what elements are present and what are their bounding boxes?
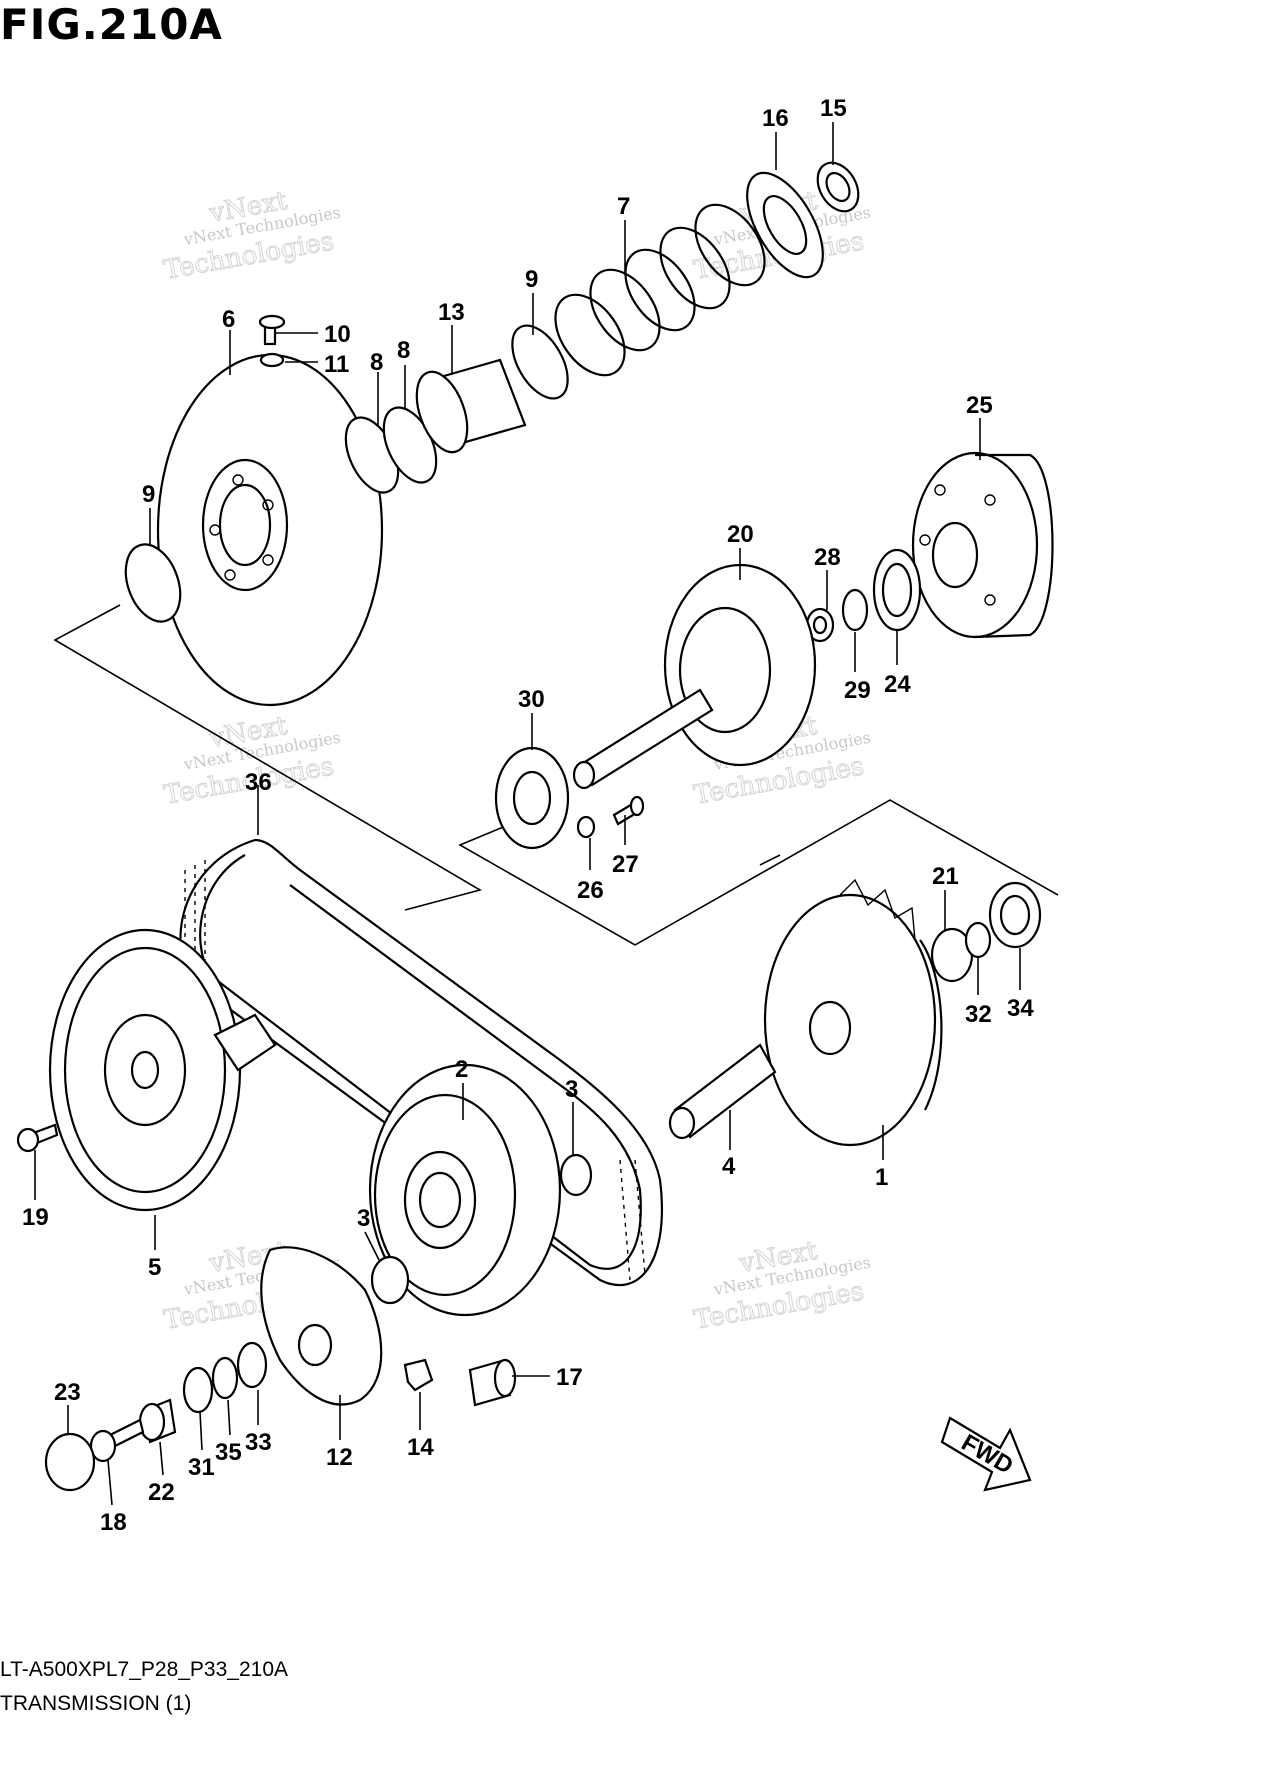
callout-34: 34	[1007, 995, 1034, 1022]
callout-5: 5	[148, 1254, 161, 1281]
callout-25: 25	[966, 392, 993, 419]
bolt-part	[16, 1123, 59, 1153]
o-ring-part	[964, 921, 992, 959]
seal-part	[182, 1366, 214, 1414]
callout-9: 9	[525, 266, 538, 293]
callout-16: 16	[762, 105, 789, 132]
callout-28: 28	[814, 544, 841, 571]
callout-31: 31	[188, 1454, 215, 1481]
movable-drive-face-part	[156, 353, 384, 707]
spacer-ring-part	[511, 324, 569, 400]
callout-3: 3	[565, 1076, 578, 1103]
callout-32: 32	[965, 1001, 992, 1028]
ball-bearing-part	[494, 746, 570, 850]
screw-part	[612, 795, 645, 826]
callout-10: 10	[324, 321, 351, 348]
callout-20: 20	[727, 521, 754, 548]
spring-part	[554, 203, 766, 377]
o-ring-part	[211, 1356, 239, 1400]
spacer-sleeve-part	[415, 358, 527, 454]
callout-1: 1	[875, 1164, 888, 1191]
callout-35: 35	[215, 1439, 242, 1466]
spring-seat-plate-part	[746, 171, 824, 279]
callout-19: 19	[22, 1204, 49, 1231]
collar-part	[805, 607, 835, 643]
cap-part	[44, 1432, 96, 1492]
spacer-ring-part	[124, 543, 182, 623]
callout-13: 13	[438, 299, 465, 326]
callout-7: 7	[617, 193, 630, 220]
callout-9: 9	[142, 481, 155, 508]
callout-26: 26	[577, 877, 604, 904]
exploded-parts-diagram: vNext Technologies Technologies vNext vN…	[16, 95, 1059, 1536]
leader-lines	[34, 122, 1021, 1506]
bolt-part	[89, 1418, 145, 1463]
fixed-drive-face-part	[763, 878, 943, 1147]
callout-8: 8	[370, 349, 383, 376]
callout-4: 4	[722, 1153, 736, 1180]
model-code: LT-A500XPL7_P28_P33_210A	[0, 1658, 289, 1681]
callout-2: 2	[455, 1056, 468, 1083]
slider-part	[403, 1358, 434, 1392]
callout-24: 24	[884, 671, 911, 698]
driven-face-part	[48, 928, 277, 1212]
callout-27: 27	[612, 851, 639, 878]
bushing-part	[370, 1255, 410, 1305]
collar-part	[138, 1398, 177, 1444]
callout-11: 11	[324, 351, 349, 378]
forward-direction-arrow: FWD	[940, 1416, 1032, 1492]
callout-36: 36	[245, 769, 272, 796]
callout-33: 33	[245, 1429, 272, 1456]
callout-30: 30	[518, 686, 545, 713]
o-ring-part	[236, 1341, 268, 1389]
callout-15: 15	[820, 95, 847, 122]
callout-22: 22	[148, 1479, 175, 1506]
assembly-outline-lines	[53, 604, 1059, 946]
callout-6: 6	[222, 306, 235, 333]
lock-nut-part	[816, 161, 860, 213]
figure-title: FIG.210A	[0, 0, 223, 49]
callout-labels: 6 10 11 8 8 13 9 7 16 15 9 25 20 28 29 2…	[22, 95, 1034, 1536]
roller-part	[468, 1358, 517, 1407]
callout-17: 17	[556, 1364, 583, 1391]
callout-14: 14	[407, 1434, 434, 1461]
figure-caption: TRANSMISSION (1)	[0, 1692, 192, 1715]
washer-part	[576, 815, 596, 839]
callout-12: 12	[326, 1444, 353, 1471]
callout-18: 18	[100, 1509, 127, 1536]
callout-21: 21	[932, 863, 959, 890]
movable-driven-face-part	[368, 1063, 562, 1317]
callout-8: 8	[397, 337, 410, 364]
callout-3: 3	[357, 1205, 370, 1232]
callout-29: 29	[844, 677, 871, 704]
callout-23: 23	[54, 1379, 81, 1406]
cam-plate-part	[260, 1246, 383, 1406]
spacer-tube-part	[668, 1043, 777, 1140]
clutch-shoe-assembly-part	[911, 451, 1054, 639]
one-way-bearing-part	[872, 548, 922, 632]
washer-part	[841, 588, 869, 632]
slide-pin-part	[258, 314, 286, 368]
bushing-part	[559, 1153, 593, 1197]
oil-seal-part	[988, 881, 1042, 949]
clutch-housing-part	[572, 563, 817, 790]
